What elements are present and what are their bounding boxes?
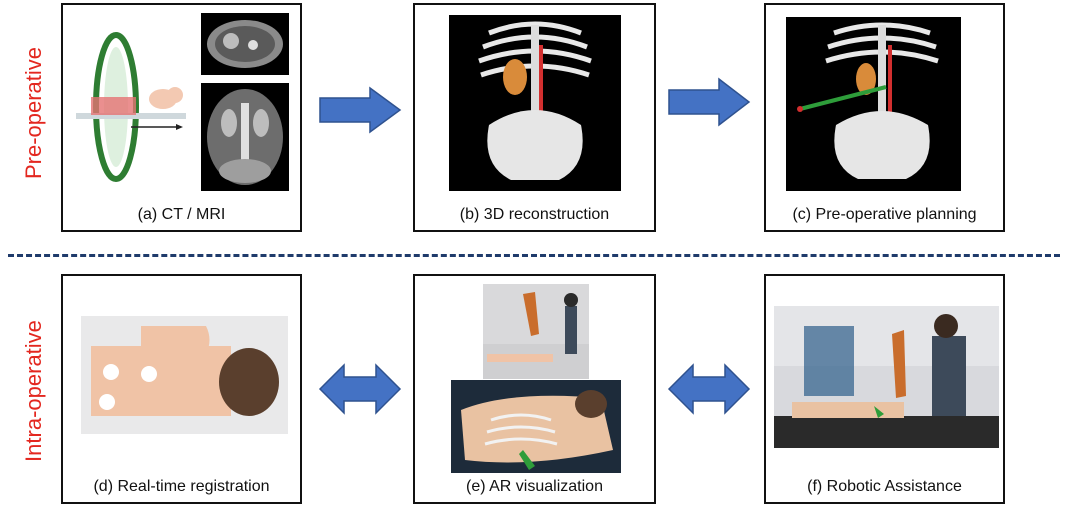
caption-d: (d) Real-time registration [93,478,270,495]
arrow-right-icon [318,86,402,134]
ar-room-photo [483,284,589,379]
double-arrow-icon [667,363,751,415]
panel-ar-visualization: (e) AR visualization [413,274,656,504]
caption-c: (c) Pre-operative planning [792,206,977,223]
pre-operative-label: Pre-operative [21,46,46,180]
mri-coronal-image [201,83,289,191]
section-divider [8,254,1060,257]
planning-render [786,17,961,191]
reconstruction-render [449,15,621,191]
panel-ct-mri: (a) CT / MRI [61,3,302,232]
intra-operative-label: Intra-operative [21,320,46,462]
caption-f: (f) Robotic Assistance [807,478,962,495]
panel-3d-reconstruction: (b) 3D reconstruction [413,3,656,232]
double-arrow-icon [318,363,402,415]
registration-photo [81,316,288,434]
ct-scanner-illustration [71,27,189,187]
panel-realtime-registration: (d) Real-time registration [61,274,302,504]
caption-b: (b) 3D reconstruction [459,206,610,223]
panel-preoperative-planning: (c) Pre-operative planning [764,3,1005,232]
caption-a: (a) CT / MRI [137,206,226,223]
panel-robotic-assistance: (f) Robotic Assistance [764,274,1005,504]
ar-overlay-photo [451,380,621,473]
caption-e: (e) AR visualization [466,478,603,495]
ct-axial-image [201,13,289,75]
robotic-assistance-photo [774,306,999,448]
arrow-right-icon [667,77,751,127]
